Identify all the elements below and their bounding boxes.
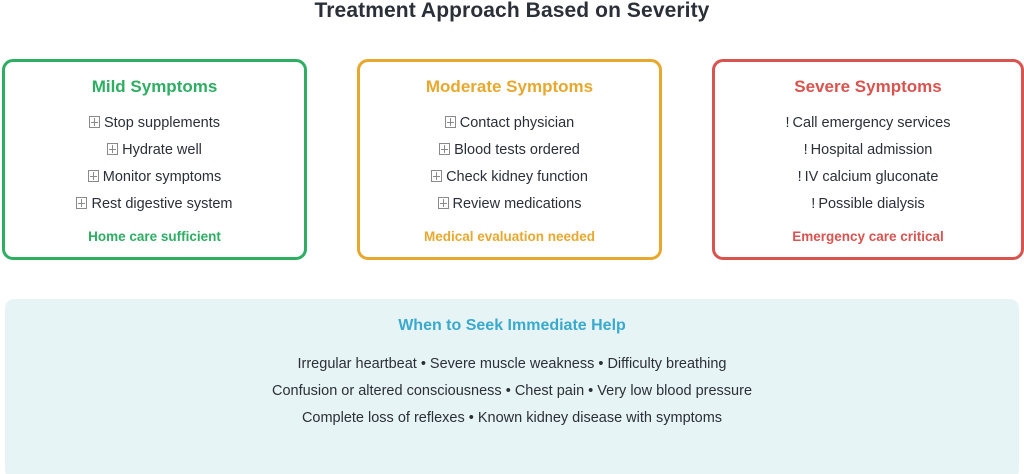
- exclamation-icon: !: [811, 196, 816, 212]
- list-item-label: Rest digestive system: [91, 196, 233, 212]
- list-item-label: Hospital admission: [810, 142, 933, 158]
- list-item: Stop supplements: [15, 110, 294, 137]
- banner-title: When to Seek Immediate Help: [398, 317, 626, 334]
- list-item: Review medications: [370, 191, 649, 218]
- severity-card-severe[interactable]: Severe Symptoms !Call emergency services…: [712, 59, 1024, 260]
- banner-line: Confusion or altered consciousness • Che…: [271, 383, 753, 399]
- missing-glyph-box-icon: [76, 197, 88, 209]
- card-list-moderate: Contact physician Blood tests ordered Ch…: [370, 110, 649, 218]
- card-title-severe: Severe Symptoms: [794, 77, 942, 96]
- banner-line: Complete loss of reflexes • Known kidney…: [301, 410, 723, 426]
- list-item-label: Call emergency services: [792, 115, 951, 131]
- page-title: Treatment Approach Based on Severity: [314, 0, 710, 22]
- severity-card-mild[interactable]: Mild Symptoms Stop supplements Hydrate w…: [2, 59, 307, 260]
- exclamation-icon: !: [803, 142, 808, 158]
- card-footnote-moderate: Medical evaluation needed: [423, 229, 596, 244]
- severity-cards-row: Mild Symptoms Stop supplements Hydrate w…: [2, 59, 1024, 260]
- immediate-help-banner: When to Seek Immediate Help Irregular he…: [5, 299, 1019, 474]
- list-item-label: Hydrate well: [122, 142, 202, 158]
- list-item-label: Monitor symptoms: [102, 169, 222, 185]
- missing-glyph-box-icon: [437, 197, 449, 209]
- list-item: !Call emergency services: [725, 110, 1011, 137]
- list-item-label: Possible dialysis: [818, 196, 925, 212]
- list-item-label: Blood tests ordered: [454, 142, 580, 158]
- list-item-label: Check kidney function: [446, 169, 588, 185]
- banner-line: Irregular heartbeat • Severe muscle weak…: [297, 356, 727, 372]
- card-title-moderate: Moderate Symptoms: [425, 77, 594, 96]
- list-item: !Possible dialysis: [725, 191, 1011, 218]
- missing-glyph-box-icon: [88, 116, 100, 128]
- card-list-mild: Stop supplements Hydrate well Monitor sy…: [15, 110, 294, 218]
- severity-card-moderate[interactable]: Moderate Symptoms Contact physician Bloo…: [357, 59, 662, 260]
- card-footnote-mild: Home care sufficient: [88, 229, 221, 244]
- missing-glyph-box-icon: [439, 143, 451, 155]
- card-footnote-severe: Emergency care critical: [792, 229, 944, 244]
- list-item: Monitor symptoms: [15, 164, 294, 191]
- missing-glyph-box-icon: [444, 116, 456, 128]
- missing-glyph-box-icon: [87, 170, 99, 182]
- exclamation-icon: !: [785, 115, 790, 131]
- list-item: Rest digestive system: [15, 191, 294, 218]
- list-item: Contact physician: [370, 110, 649, 137]
- list-item: !IV calcium gluconate: [725, 164, 1011, 191]
- list-item: !Hospital admission: [725, 137, 1011, 164]
- missing-glyph-box-icon: [431, 170, 443, 182]
- card-title-mild: Mild Symptoms: [91, 77, 218, 96]
- list-item-label: Review medications: [452, 196, 582, 212]
- list-item-label: Stop supplements: [103, 115, 221, 131]
- list-item-label: IV calcium gluconate: [804, 169, 939, 185]
- list-item: Hydrate well: [15, 137, 294, 164]
- exclamation-icon: !: [797, 169, 802, 185]
- missing-glyph-box-icon: [107, 143, 119, 155]
- list-item: Check kidney function: [370, 164, 649, 191]
- list-item-label: Contact physician: [459, 115, 575, 131]
- list-item: Blood tests ordered: [370, 137, 649, 164]
- card-list-severe: !Call emergency services !Hospital admis…: [725, 110, 1011, 218]
